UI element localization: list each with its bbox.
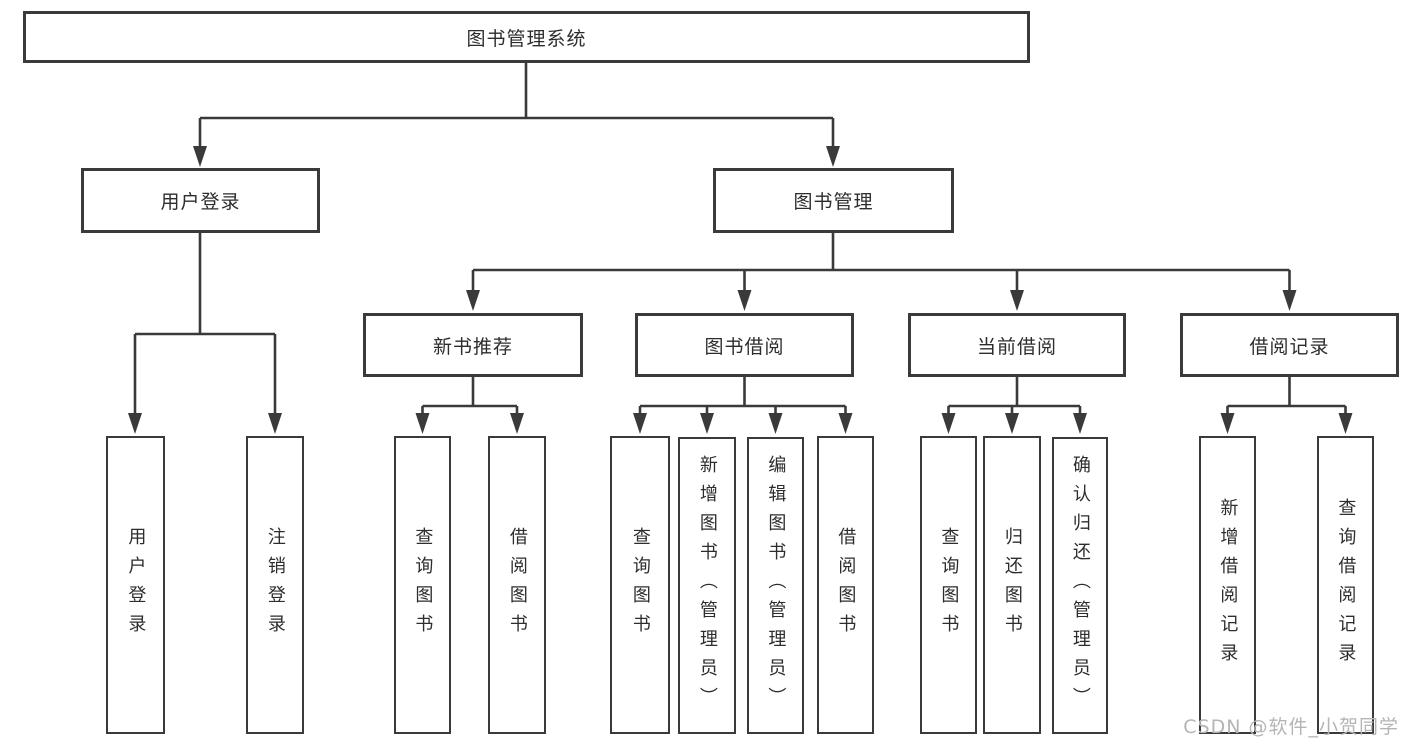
connector-record-to-leaves: [1226, 377, 1347, 415]
node-current-borrow-label: 当前借阅: [976, 335, 1057, 358]
arrowhead: [1338, 413, 1353, 434]
node-book-management-label: 图书管理: [793, 191, 874, 213]
node-borrow-record-label: 借阅记录: [1249, 335, 1330, 358]
connector-bookmgmt-to-level3: [471, 232, 1291, 291]
node-root: 图书管理系统: [23, 11, 1030, 63]
arrowhead: [700, 413, 714, 434]
node-book-management: 图书管理: [713, 168, 954, 233]
leaf-confirm-return-admin: 确认归还（管理员）: [1052, 437, 1108, 734]
leaf-current-query-books: 查询图书: [920, 436, 977, 734]
arrowhead: [768, 413, 783, 434]
arrowhead: [193, 146, 207, 167]
connector-newrec-to-leaves: [421, 377, 519, 415]
arrowhead: [633, 413, 647, 434]
node-book-borrow-label: 图书借阅: [704, 335, 785, 358]
connector-current-to-leaves: [947, 377, 1082, 415]
leaf-borrow-books-label: 借阅图书: [835, 527, 857, 643]
arrowhead: [826, 146, 840, 167]
leaf-borrow-query-books: 查询图书: [610, 436, 670, 734]
leaf-edit-books-admin: 编辑图书（管理员）: [747, 437, 804, 734]
leaf-borrow-query-books-label: 查询图书: [629, 527, 651, 643]
leaf-logout: 注销登录: [246, 436, 304, 734]
node-book-borrow: 图书借阅: [635, 313, 854, 377]
arrowhead: [1005, 413, 1019, 434]
leaf-add-books-admin-label: 新增图书（管理员）: [696, 455, 718, 716]
connector-userlogin-to-leaves: [133, 232, 277, 414]
arrowheads: [128, 146, 1353, 434]
leaf-recommend-query-books-label: 查询图书: [412, 527, 434, 643]
node-current-borrow: 当前借阅: [908, 313, 1126, 377]
arrowhead: [941, 413, 956, 434]
leaf-recommend-borrow-books: 借阅图书: [488, 436, 546, 734]
leaf-return-books-label: 归还图书: [1001, 527, 1023, 643]
arrowhead: [737, 290, 752, 311]
leaf-recommend-query-books: 查询图书: [394, 436, 451, 734]
node-root-label: 图书管理系统: [466, 27, 587, 50]
arrowhead: [510, 413, 524, 434]
arrowhead: [1282, 290, 1297, 311]
arrowhead: [1073, 413, 1087, 434]
arrowhead: [128, 413, 142, 434]
arrowhead: [466, 290, 480, 311]
watermark: CSDN @软件_小贺同学: [1183, 716, 1399, 738]
node-new-book-recommend-label: 新书推荐: [432, 335, 513, 358]
leaf-edit-books-admin-label: 编辑图书（管理员）: [765, 455, 787, 716]
arrowhead: [1010, 290, 1024, 311]
arrowhead: [268, 413, 282, 434]
leaf-logout-label: 注销登录: [264, 527, 286, 643]
leaf-recommend-borrow-books-label: 借阅图书: [506, 527, 528, 643]
leaf-add-books-admin: 新增图书（管理员）: [678, 437, 736, 734]
leaf-user-login: 用户登录: [106, 436, 165, 734]
connector-root-to-level2: [198, 62, 835, 148]
arrowhead: [415, 413, 430, 434]
leaf-add-borrow-record: 新增借阅记录: [1199, 436, 1256, 734]
leaf-user-login-label: 用户登录: [125, 527, 147, 643]
node-borrow-record: 借阅记录: [1180, 313, 1399, 377]
node-user-login-label: 用户登录: [160, 191, 241, 213]
node-new-book-recommend: 新书推荐: [363, 313, 583, 377]
leaf-confirm-return-admin-label: 确认归还（管理员）: [1069, 455, 1091, 716]
leaf-return-books: 归还图书: [983, 436, 1041, 734]
leaf-query-borrow-record-label: 查询借阅记录: [1335, 498, 1357, 672]
arrowhead: [838, 413, 853, 434]
leaf-current-query-books-label: 查询图书: [938, 527, 960, 643]
leaf-add-borrow-record-label: 新增借阅记录: [1217, 498, 1239, 672]
leaf-borrow-books: 借阅图书: [817, 436, 874, 734]
leaf-query-borrow-record: 查询借阅记录: [1317, 436, 1374, 734]
node-user-login: 用户登录: [81, 168, 320, 233]
arrowhead: [1220, 413, 1235, 434]
connector-borrow-to-leaves: [638, 377, 847, 415]
